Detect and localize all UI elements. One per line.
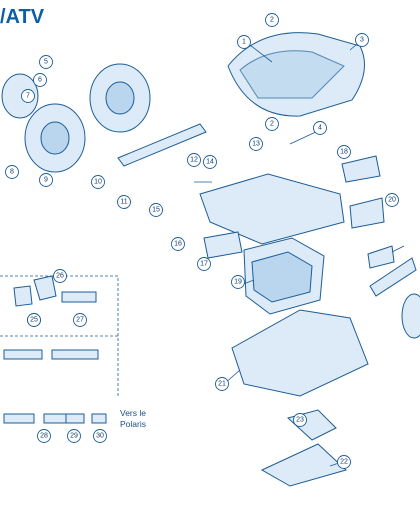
drive-belts [117, 123, 417, 297]
triangular-skid [260, 443, 347, 487]
callout-10: 10 [91, 175, 105, 189]
svg-text:30: 30 [96, 433, 104, 440]
svg-text:12: 12 [190, 157, 198, 164]
lower-body [231, 309, 369, 397]
diagram-title: /ATV [0, 6, 45, 28]
callout-21: 21 [215, 377, 229, 391]
callout-2: 2 [265, 117, 279, 131]
svg-text:9: 9 [44, 177, 48, 184]
callout-6: 6 [33, 73, 47, 87]
svg-text:28: 28 [40, 433, 48, 440]
callout-11: 11 [117, 195, 131, 209]
callout-25: 25 [27, 313, 41, 327]
motor-block [243, 237, 325, 315]
svg-text:23: 23 [296, 417, 304, 424]
callout-7: 7 [21, 89, 35, 103]
callout-27: 27 [73, 313, 87, 327]
callout-3: 3 [355, 33, 369, 47]
callout-18: 18 [337, 145, 351, 159]
svg-text:25: 25 [30, 317, 38, 324]
callout-15: 15 [149, 203, 163, 217]
callout-17: 17 [197, 257, 211, 271]
callout-19: 19 [231, 275, 245, 289]
callout-12: 12 [187, 153, 201, 167]
callout-14: 14 [203, 155, 217, 169]
note-line-2: Polaris [120, 419, 146, 429]
svg-text:13: 13 [252, 141, 260, 148]
svg-text:19: 19 [234, 279, 242, 286]
svg-text:29: 29 [70, 433, 78, 440]
svg-text:21: 21 [218, 381, 226, 388]
svg-text:18: 18 [340, 149, 348, 156]
callout-5: 5 [39, 55, 53, 69]
svg-text:11: 11 [120, 199, 127, 206]
callout-8: 8 [5, 165, 19, 179]
callout-22: 22 [337, 455, 351, 469]
callout-16: 16 [171, 237, 185, 251]
callout-28: 28 [37, 429, 51, 443]
wheels [1, 63, 151, 173]
svg-text:14: 14 [206, 159, 214, 166]
note-line-1: Vers le [120, 408, 146, 418]
svg-text:27: 27 [76, 317, 84, 324]
callout-13: 13 [249, 137, 263, 151]
svg-text:17: 17 [200, 261, 208, 268]
callout-9: 9 [39, 173, 53, 187]
callout-labels: 1232456789101112131415161718192021222324… [5, 13, 399, 469]
svg-text:26: 26 [56, 273, 64, 280]
svg-text:6: 6 [38, 77, 42, 84]
chassis [199, 173, 345, 245]
svg-text:15: 15 [152, 207, 160, 214]
svg-text:16: 16 [174, 241, 182, 248]
side-parts [203, 155, 420, 339]
svg-text:8: 8 [10, 169, 14, 176]
callout-2: 2 [265, 13, 279, 27]
callout-4: 4 [313, 121, 327, 135]
callout-29: 29 [67, 429, 81, 443]
svg-text:4: 4 [318, 125, 322, 132]
callout-23: 23 [293, 413, 307, 427]
callout-20: 20 [385, 193, 399, 207]
svg-text:2: 2 [270, 17, 274, 24]
svg-text:5: 5 [44, 59, 48, 66]
callout-1: 1 [237, 35, 251, 49]
top-cover [227, 32, 365, 117]
svg-text:2: 2 [270, 121, 274, 128]
svg-text:7: 7 [26, 93, 30, 100]
hose-kit-box [0, 275, 119, 424]
callout-26: 26 [53, 269, 67, 283]
svg-text:20: 20 [388, 197, 396, 204]
svg-text:22: 22 [340, 459, 348, 466]
callout-30: 30 [93, 429, 107, 443]
svg-text:10: 10 [94, 179, 102, 186]
svg-text:1: 1 [242, 39, 246, 46]
svg-text:3: 3 [360, 37, 364, 44]
